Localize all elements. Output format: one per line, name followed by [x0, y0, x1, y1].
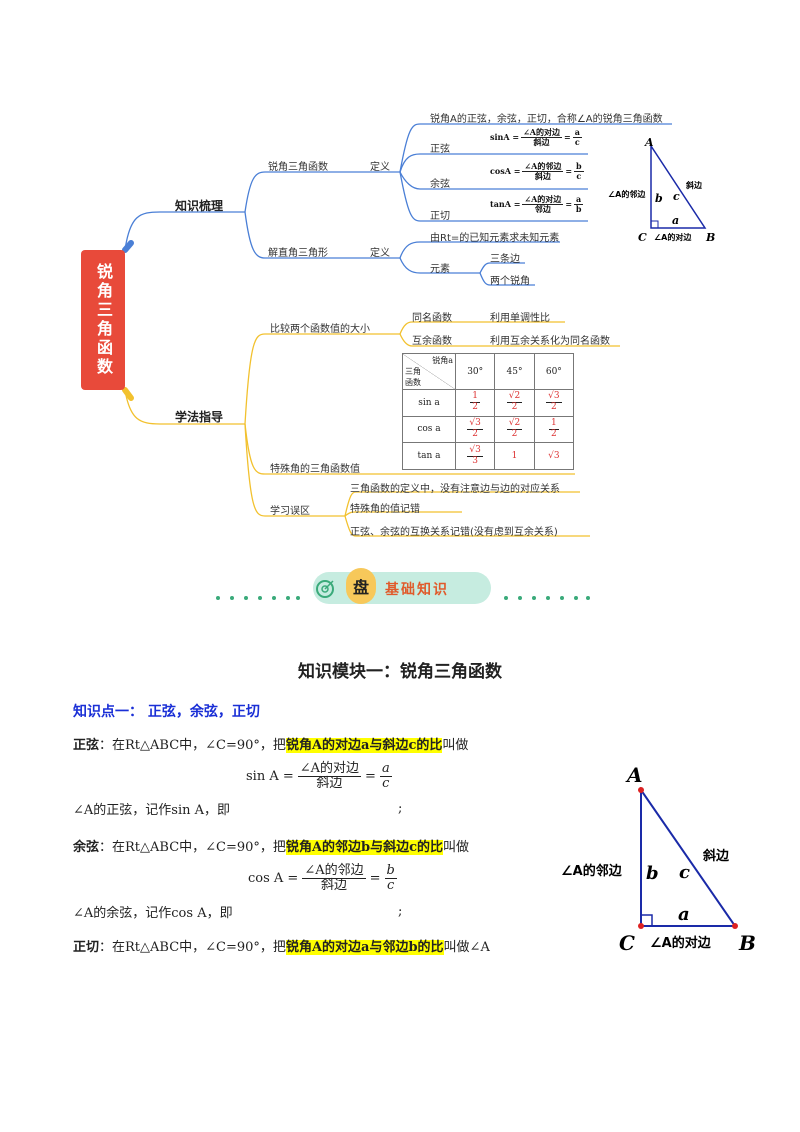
- node-acute-trig: 锐角三角函数: [268, 162, 328, 173]
- module-title: 知识模块一：锐角三角函数: [298, 662, 502, 682]
- node-complementary: 互余函数: [412, 336, 452, 347]
- svg-text:∠A的对边: ∠A的对边: [650, 935, 712, 951]
- banner-title: 基础知识: [385, 582, 449, 598]
- node-definition: 定义: [370, 162, 390, 173]
- small-triangle: A C B ∠A的邻边 ∠A的对边 斜边 b c a: [608, 136, 715, 244]
- svg-text:斜边: 斜边: [702, 848, 730, 864]
- table-header: 45°: [494, 353, 535, 390]
- svg-text:b: b: [655, 192, 663, 205]
- node-pitfalls: 学习误区: [270, 506, 310, 517]
- node-special-angles: 特殊角的三角函数值: [270, 464, 360, 475]
- target-icon: [316, 580, 334, 598]
- node-same-desc: 利用单调性比: [490, 313, 550, 324]
- table-corner: 锐角a 三角 函数: [402, 353, 456, 390]
- table-row-label: tan a: [402, 442, 456, 470]
- svg-text:B: B: [705, 231, 715, 244]
- mindmap-root: 锐角三角函数: [81, 250, 125, 390]
- svg-text:∠A的邻边: ∠A的邻边: [561, 863, 623, 879]
- sine-notation: ∠A的正弦，记作sin A，即: [73, 803, 231, 818]
- table-cell: 1: [494, 442, 535, 470]
- table-header: 30°: [454, 353, 496, 390]
- node-comp-desc: 利用互余关系化为同名函数: [490, 336, 610, 347]
- svg-text:A: A: [625, 763, 643, 787]
- svg-text:∠A的邻边: ∠A的邻边: [608, 189, 646, 199]
- svg-text:A: A: [644, 136, 654, 149]
- node-elements: 元素: [430, 264, 450, 275]
- node-solve-triangle: 解直角三角形: [268, 248, 328, 259]
- cosine-notation: ∠A的余弦，记作cos A，即: [73, 906, 233, 921]
- node-same-name: 同名函数: [412, 313, 452, 324]
- sine-definition: 正弦：在Rt△ABC中，∠C=90°，把锐角A的对边a与斜边c的比叫做: [73, 738, 469, 753]
- node-cosine: 余弦: [430, 179, 450, 190]
- svg-text:B: B: [738, 931, 756, 955]
- node-solve-def: 定义: [370, 248, 390, 259]
- cosine-definition: 余弦：在Rt△ABC中，∠C=90°，把锐角A的邻边b与斜边c的比叫做: [73, 840, 470, 855]
- svg-text:a: a: [672, 214, 679, 227]
- node-pitfall-2: 特殊角的值记错: [350, 504, 420, 515]
- knowledge-point-heading: 知识点一： 正弦，余弦，正切: [73, 704, 260, 720]
- branch-method: 学法指导: [175, 410, 224, 424]
- node-pitfall-1: 三角函数的定义中，没有注意边与边的对应关系: [350, 484, 560, 495]
- svg-text:a: a: [678, 904, 690, 925]
- svg-text:∠A的对边: ∠A的对边: [654, 232, 692, 242]
- node-tangent: 正切: [430, 211, 450, 222]
- mindmap-lines: [122, 123, 672, 537]
- svg-text:b: b: [646, 863, 659, 884]
- banner-dots: [216, 596, 590, 600]
- svg-text:C: C: [638, 231, 647, 244]
- branch-knowledge: 知识梳理: [175, 199, 224, 213]
- node-pitfall-3: 正弦、余弦的互换关系记错(没有虑到互余关系): [350, 527, 558, 538]
- svg-text:c: c: [673, 190, 680, 203]
- table-cell: √3: [533, 442, 575, 470]
- svg-text:c: c: [679, 862, 690, 883]
- table-row-label: cos a: [402, 415, 456, 444]
- node-two-angles: 两个锐角: [490, 276, 530, 287]
- tangent-definition: 正切：在Rt△ABC中，∠C=90°，把锐角A的对边a与邻边b的比叫做∠A: [73, 940, 490, 955]
- node-compare: 比较两个函数值的大小: [270, 324, 370, 335]
- svg-text:斜边: 斜边: [685, 180, 703, 190]
- node-intro: 锐角A的正弦，余弦，正切，合称∠A的锐角三角函数: [430, 114, 663, 125]
- svg-text:C: C: [619, 931, 635, 955]
- table-row-label: sin a: [402, 389, 456, 417]
- table-header: 60°: [533, 353, 575, 390]
- node-sine: 正弦: [430, 144, 450, 155]
- node-solve-def-text: 由Rt=的已知元素求未知元素: [430, 233, 560, 244]
- node-three-sides: 三条边: [490, 254, 520, 265]
- section-banner: [313, 572, 491, 604]
- cosine-semicolon: ;: [398, 904, 403, 919]
- sine-semicolon: ;: [398, 801, 403, 816]
- right-triangle-diagram: A C B ∠A的邻边 ∠A的对边 斜边 b c a: [561, 763, 756, 955]
- banner-badge: 盘: [346, 568, 376, 604]
